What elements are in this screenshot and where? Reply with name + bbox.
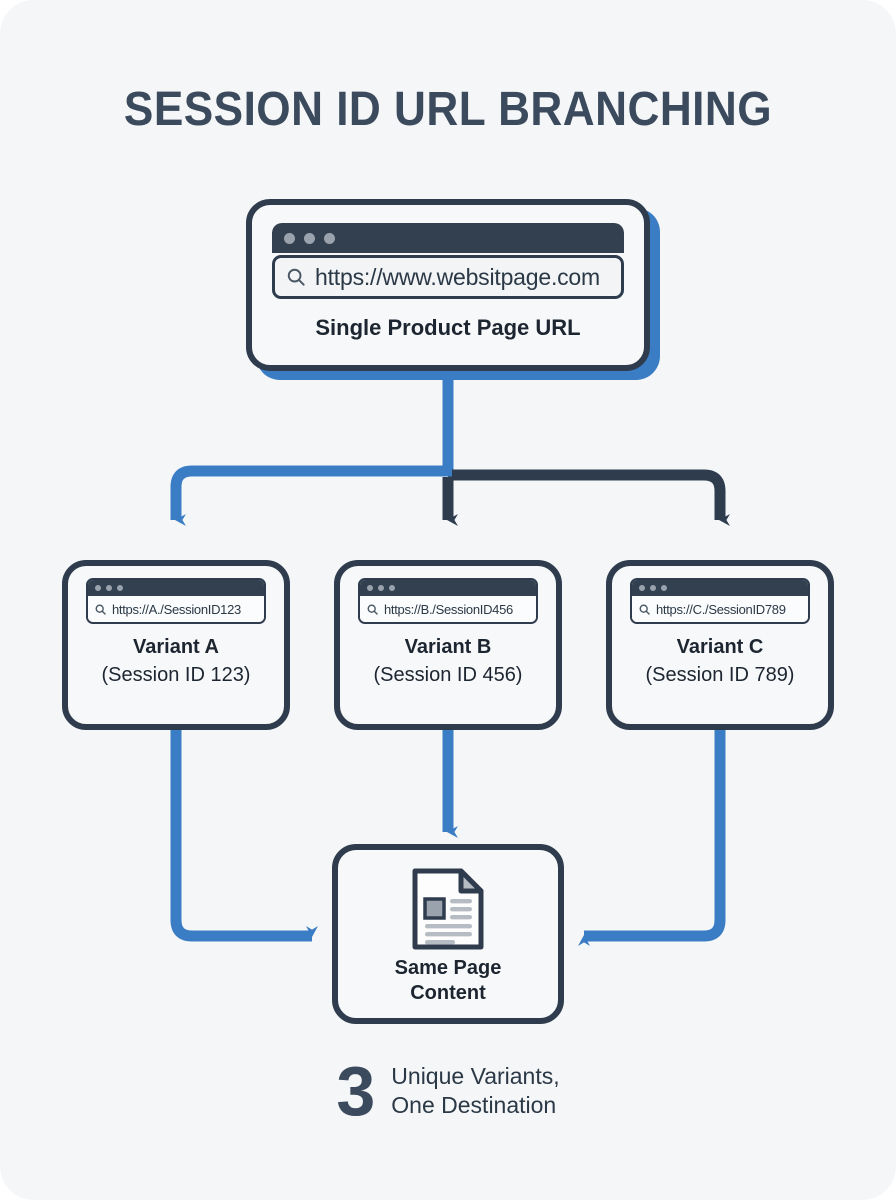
variant-card-a[interactable]: https://A./SessionID123 Variant A (Sessi…	[62, 560, 290, 730]
variant-browser-titlebar	[360, 580, 536, 596]
window-dot-yellow	[106, 585, 112, 591]
hero-browser-titlebar	[272, 223, 624, 253]
footer-summary: 3 Unique Variants, One Destination	[0, 1056, 896, 1126]
window-dot-yellow	[650, 585, 656, 591]
window-dot-red	[284, 232, 295, 244]
variant-name: Variant B	[404, 636, 492, 658]
window-dot-red	[367, 585, 373, 591]
document-icon	[412, 868, 484, 950]
variant-browser-titlebar	[88, 580, 264, 596]
search-icon	[639, 604, 650, 615]
destination-label-line1: Same Page	[394, 957, 502, 979]
window-dot-green	[389, 585, 395, 591]
hero-url-bar[interactable]: https://www.websitpage.com	[272, 255, 624, 299]
window-dot-red	[95, 585, 101, 591]
variant-browser-window: https://A./SessionID123	[86, 578, 266, 624]
window-dot-yellow	[304, 232, 315, 244]
variant-name: Variant C	[676, 636, 764, 658]
variant-name: Variant A	[133, 636, 219, 658]
variant-browser-titlebar	[632, 580, 808, 596]
footer-count: 3	[336, 1052, 376, 1130]
search-icon	[95, 604, 106, 615]
hero-url-text: https://www.websitpage.com	[315, 263, 600, 290]
variant-card-c[interactable]: https://C./SessionID789 Variant C (Sessi…	[606, 560, 834, 730]
search-icon	[367, 604, 378, 615]
hero-card-label: Single Product Page URL	[315, 315, 581, 340]
window-dot-red	[639, 585, 645, 591]
window-dot-green	[324, 232, 335, 244]
variant-url-text: https://A./SessionID123	[112, 601, 241, 617]
variant-session-id: (Session ID 789)	[645, 664, 795, 686]
window-dot-green	[661, 585, 667, 591]
variant-browser-window: https://C./SessionID789	[630, 578, 810, 624]
variant-url-bar[interactable]: https://C./SessionID789	[632, 596, 808, 622]
hero-browser-card[interactable]: https://www.websitpage.com Single Produc…	[246, 199, 650, 371]
page-title: SESSION ID URL BRANCHING	[123, 83, 773, 136]
window-dot-yellow	[378, 585, 384, 591]
footer-caption: Unique Variants, One Destination	[391, 1062, 559, 1120]
variant-session-id: (Session ID 456)	[373, 664, 523, 686]
variant-url-bar[interactable]: https://A./SessionID123	[88, 596, 264, 622]
variant-url-text: https://C./SessionID789	[656, 601, 786, 617]
hero-browser-window: https://www.websitpage.com	[272, 223, 624, 303]
variant-url-text: https://B./SessionID456	[384, 601, 513, 617]
destination-label-line2: Content	[410, 982, 486, 1004]
footer-caption-line2: One Destination	[391, 1092, 557, 1118]
destination-label: Same Page Content	[338, 956, 558, 1006]
destination-card[interactable]: Same Page Content	[332, 844, 564, 1024]
variant-session-id: (Session ID 123)	[101, 664, 251, 686]
search-icon	[287, 268, 305, 286]
window-dot-green	[117, 585, 123, 591]
footer-caption-line1: Unique Variants,	[391, 1063, 560, 1089]
variant-url-bar[interactable]: https://B./SessionID456	[360, 596, 536, 622]
variant-card-b[interactable]: https://B./SessionID456 Variant B (Sessi…	[334, 560, 562, 730]
variant-browser-window: https://B./SessionID456	[358, 578, 538, 624]
